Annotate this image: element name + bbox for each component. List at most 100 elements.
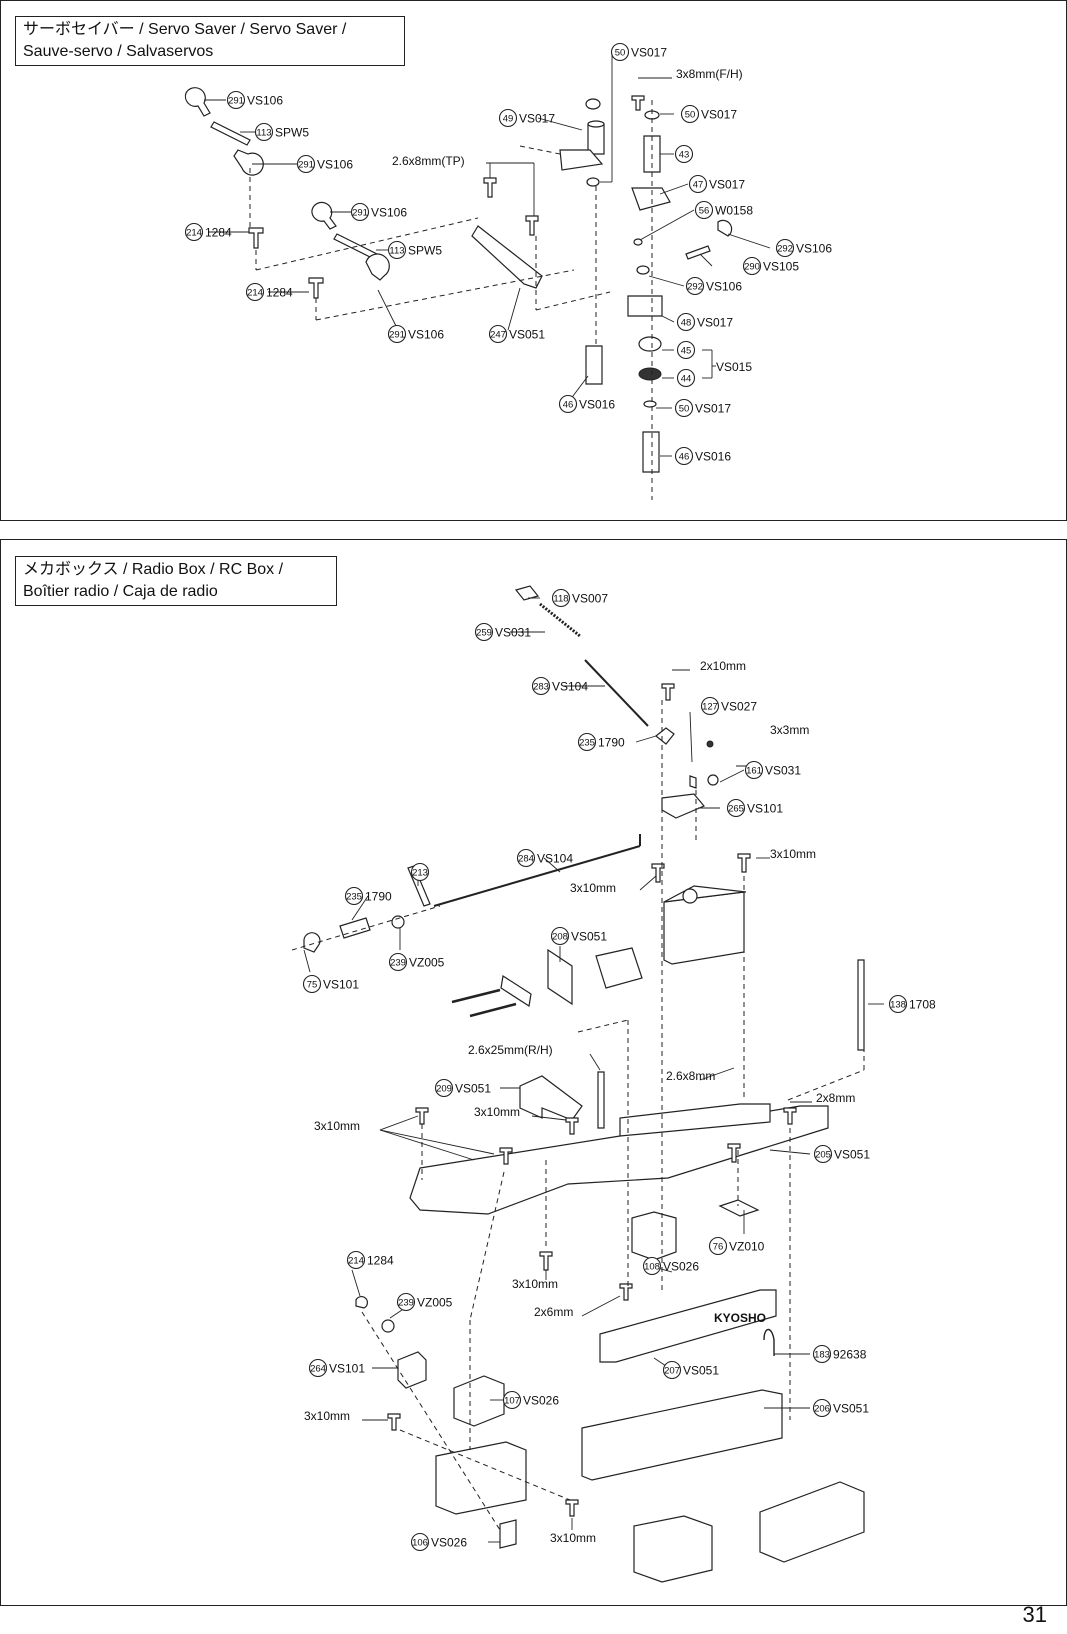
servo_saver-callout: 49 VS017 bbox=[498, 108, 555, 128]
servo-saver-title-line2: Sauve-servo / Salvaservos bbox=[23, 43, 214, 60]
servo-saver-horn-part bbox=[587, 120, 605, 128]
part-code-label: 92638 bbox=[833, 1348, 867, 1362]
spacer-block-part bbox=[718, 1199, 760, 1217]
part-code-label: VS007 bbox=[572, 592, 608, 606]
part-code-label: VS017 bbox=[519, 112, 555, 126]
kyosho-logo: KYOSHO bbox=[714, 1311, 766, 1325]
callout-circle bbox=[387, 240, 407, 260]
radio-box-title-line1: メカボックス / Radio Box / RC Box / bbox=[23, 561, 284, 578]
set-screw-part bbox=[706, 740, 714, 748]
servo-saver-dashed-lines bbox=[249, 100, 653, 500]
part-code-label: VS106 bbox=[408, 328, 444, 342]
bracket-part bbox=[519, 1075, 583, 1121]
callout-circle bbox=[744, 760, 764, 780]
callout-circle bbox=[674, 144, 694, 164]
callout-circle bbox=[812, 1398, 832, 1418]
rod-end-part bbox=[514, 585, 540, 601]
callout-number: 247 bbox=[490, 329, 506, 340]
part-code-label: VS027 bbox=[721, 700, 757, 714]
collar-part bbox=[586, 177, 600, 187]
screw-part bbox=[415, 1107, 429, 1125]
callout-number: 292 bbox=[687, 281, 703, 292]
screw-size-label: 3x10mm bbox=[474, 1105, 520, 1119]
screw-size-label: 3x10mm bbox=[770, 847, 816, 861]
callout-circle bbox=[516, 848, 536, 868]
screw-part bbox=[565, 1499, 579, 1517]
callout-number: 50 bbox=[679, 403, 690, 414]
screw-size-label: 3x10mm bbox=[550, 1531, 596, 1545]
callout-circle bbox=[676, 340, 696, 360]
screw-part bbox=[631, 95, 645, 111]
group-label-vs015: VS015 bbox=[716, 360, 752, 374]
callout-circle bbox=[674, 446, 694, 466]
rod-stopper-part bbox=[303, 932, 321, 953]
callout-number: 292 bbox=[777, 243, 793, 254]
callout-number: 213 bbox=[412, 867, 428, 878]
screw-part bbox=[525, 215, 539, 236]
callout-circle bbox=[676, 312, 696, 332]
part-code-label: VS017 bbox=[697, 316, 733, 330]
servo-saver-screw-labels: 2.6x8mm(TP)3x8mm(F/H) bbox=[392, 67, 743, 168]
part-code-label: VS106 bbox=[247, 94, 283, 108]
callout-circle bbox=[558, 394, 578, 414]
collar-part bbox=[707, 774, 719, 786]
callout-number: 49 bbox=[503, 113, 514, 124]
callout-number: 208 bbox=[552, 931, 568, 942]
callout-circle bbox=[388, 952, 408, 972]
servo-mount-part bbox=[453, 1375, 505, 1427]
callout-number: 205 bbox=[815, 1149, 831, 1160]
part-code-label: VS106 bbox=[706, 280, 742, 294]
callout-number: 291 bbox=[228, 95, 244, 106]
part-code-label: VS106 bbox=[317, 158, 353, 172]
callout-number: 283 bbox=[533, 681, 549, 692]
servo-saver-horn-part bbox=[587, 123, 605, 155]
screw-size-label: 3x8mm(F/H) bbox=[676, 67, 743, 81]
radio-box-cover-part bbox=[599, 1289, 777, 1363]
ball-stud-part bbox=[210, 121, 251, 146]
part-code-label: VS051 bbox=[834, 1148, 870, 1162]
pin-part bbox=[689, 775, 697, 789]
rod-end-part bbox=[655, 727, 675, 745]
radio-box-title-line2: Boîtier radio / Caja de radio bbox=[23, 583, 218, 600]
part-code-label: VS017 bbox=[631, 46, 667, 60]
screw-part bbox=[737, 853, 751, 873]
screw-size-label: 3x10mm bbox=[304, 1409, 350, 1423]
spring-part bbox=[638, 336, 662, 352]
callout-number: 46 bbox=[563, 399, 574, 410]
body-clip-part bbox=[763, 1328, 775, 1356]
callout-number: 46 bbox=[679, 451, 690, 462]
part-code-label: VS051 bbox=[833, 1402, 869, 1416]
servo_saver-callout: 44 bbox=[676, 368, 696, 388]
callout-circle bbox=[688, 174, 708, 194]
callout-circle bbox=[245, 282, 265, 302]
radio-box-leader-lines bbox=[303, 597, 884, 1543]
part-code-label: VS101 bbox=[747, 802, 783, 816]
callout-circle bbox=[387, 324, 407, 344]
shaft-part bbox=[585, 345, 603, 385]
ball-part bbox=[355, 1296, 368, 1309]
callout-number: 291 bbox=[352, 207, 368, 218]
callout-circle bbox=[775, 238, 795, 258]
callout-circle bbox=[812, 1344, 832, 1364]
part-code-label: 1284 bbox=[266, 286, 293, 300]
callout-number: 235 bbox=[346, 891, 362, 902]
